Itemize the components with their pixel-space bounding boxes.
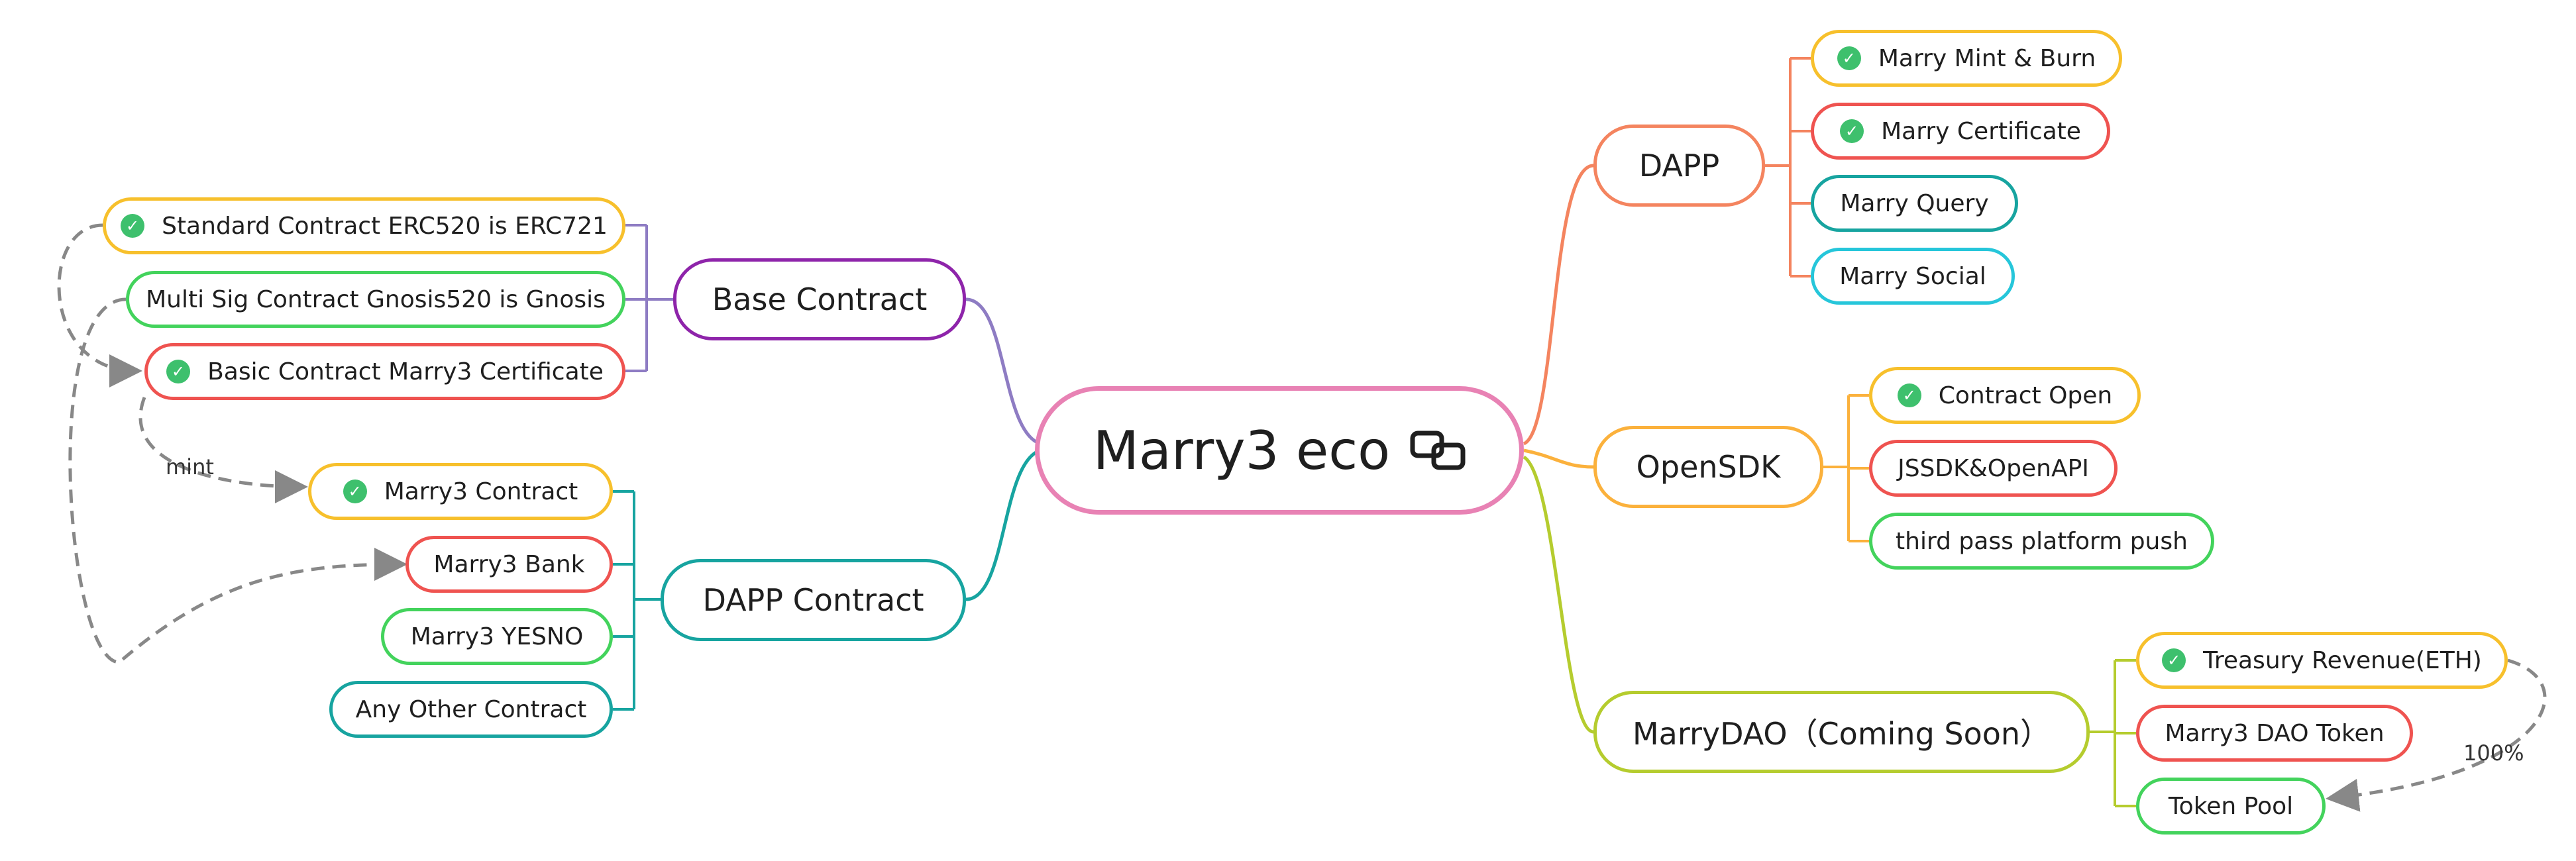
leaf-label: Marry3 DAO Token — [2165, 719, 2385, 747]
leaf-marry3-dao-token[interactable]: Marry3 DAO Token — [2136, 705, 2413, 762]
mint-annotation: mint — [166, 454, 214, 480]
bracket-base-contract — [625, 224, 673, 372]
dashed-arrow-mint — [138, 397, 308, 503]
branch-label: DAPP Contract — [702, 582, 924, 618]
bracket-marrydao — [2090, 659, 2136, 807]
edge-root-dapp-contract — [965, 448, 1041, 601]
branch-marrydao[interactable]: MarryDAO（Coming Soon） — [1593, 691, 2090, 773]
branch-label: OpenSDK — [1636, 449, 1781, 485]
dashed-arrow-gnosis-to-bank — [68, 297, 407, 664]
leaf-label: Marry Query — [1840, 189, 1989, 217]
link-icon — [1410, 429, 1466, 472]
check-icon: ✓ — [343, 480, 367, 503]
leaf-label: Marry Mint & Burn — [1878, 44, 2096, 72]
check-icon: ✓ — [121, 214, 145, 238]
leaf-label: Basic Contract Marry3 Certificate — [207, 358, 604, 385]
root-node[interactable]: Marry3 eco — [1035, 386, 1524, 515]
leaf-label: Marry3 Bank — [433, 550, 585, 578]
edge-root-base-contract — [965, 297, 1041, 446]
branch-opensdk[interactable]: OpenSDK — [1593, 426, 1823, 508]
leaf-marry3-yesno[interactable]: Marry3 YESNO — [381, 608, 613, 665]
leaf-label: Treasury Revenue(ETH) — [2203, 646, 2482, 674]
leaf-label: Any Other Contract — [355, 695, 587, 723]
leaf-marry-query[interactable]: Marry Query — [1811, 175, 2018, 232]
leaf-any-other-contract[interactable]: Any Other Contract — [329, 681, 613, 738]
root-label: Marry3 eco — [1093, 419, 1391, 481]
leaf-label: Marry Certificate — [1881, 117, 2081, 145]
branch-label: MarryDAO（Coming Soon） — [1632, 716, 2051, 752]
percent-annotation: 100% — [2463, 740, 2524, 766]
leaf-token-pool[interactable]: Token Pool — [2136, 778, 2326, 835]
edge-root-marrydao — [1523, 455, 1594, 734]
leaf-treasury-revenue[interactable]: ✓ Treasury Revenue(ETH) — [2136, 632, 2508, 689]
check-icon: ✓ — [1840, 119, 1864, 143]
dashed-arrow-erc520-to-certificate — [57, 223, 142, 387]
branch-dapp[interactable]: DAPP — [1593, 125, 1765, 207]
leaf-label: Token Pool — [2168, 792, 2294, 820]
leaf-label: Marry3 Contract — [384, 478, 578, 505]
leaf-label: JSSDK&OpenAPI — [1898, 454, 2089, 482]
edge-root-opensdk — [1523, 448, 1594, 469]
leaf-label: Marry Social — [1839, 262, 1986, 290]
bracket-dapp-contract — [613, 490, 661, 711]
check-icon: ✓ — [166, 360, 191, 383]
bracket-opensdk — [1823, 394, 1869, 542]
leaf-standard-contract[interactable]: ✓ Standard Contract ERC520 is ERC721 — [103, 197, 625, 254]
check-icon: ✓ — [2162, 648, 2186, 672]
leaf-label: Contract Open — [1938, 381, 2113, 409]
leaf-marry3-bank[interactable]: Marry3 Bank — [405, 536, 613, 593]
leaf-jssdk-openapi[interactable]: JSSDK&OpenAPI — [1869, 440, 2118, 497]
branch-label: DAPP — [1638, 148, 1720, 183]
leaf-marry-mint-burn[interactable]: ✓ Marry Mint & Burn — [1811, 30, 2122, 87]
leaf-marry3-contract[interactable]: ✓ Marry3 Contract — [308, 463, 613, 520]
leaf-marry-social[interactable]: Marry Social — [1811, 248, 2015, 305]
leaf-label: Marry3 YESNO — [410, 623, 584, 650]
branch-dapp-contract[interactable]: DAPP Contract — [661, 559, 966, 641]
leaf-contract-open[interactable]: ✓ Contract Open — [1869, 367, 2141, 424]
leaf-third-pass-platform-push[interactable]: third pass platform push — [1869, 513, 2214, 570]
check-icon: ✓ — [1837, 46, 1861, 70]
dashed-arrow-treasury-to-pool — [2326, 658, 2547, 812]
leaf-label: third pass platform push — [1896, 527, 2188, 555]
branch-label: Base Contract — [712, 281, 928, 317]
bracket-dapp — [1765, 57, 1811, 278]
leaf-multisig-contract[interactable]: Multi Sig Contract Gnosis520 is Gnosis — [126, 271, 625, 328]
edge-root-dapp — [1523, 164, 1594, 446]
branch-base-contract[interactable]: Base Contract — [673, 258, 966, 340]
leaf-marry-certificate[interactable]: ✓ Marry Certificate — [1811, 103, 2110, 160]
check-icon: ✓ — [1897, 383, 1921, 407]
leaf-label: Standard Contract ERC520 is ERC721 — [162, 212, 608, 240]
leaf-label: Multi Sig Contract Gnosis520 is Gnosis — [146, 285, 606, 313]
leaf-basic-contract[interactable]: ✓ Basic Contract Marry3 Certificate — [144, 343, 625, 400]
